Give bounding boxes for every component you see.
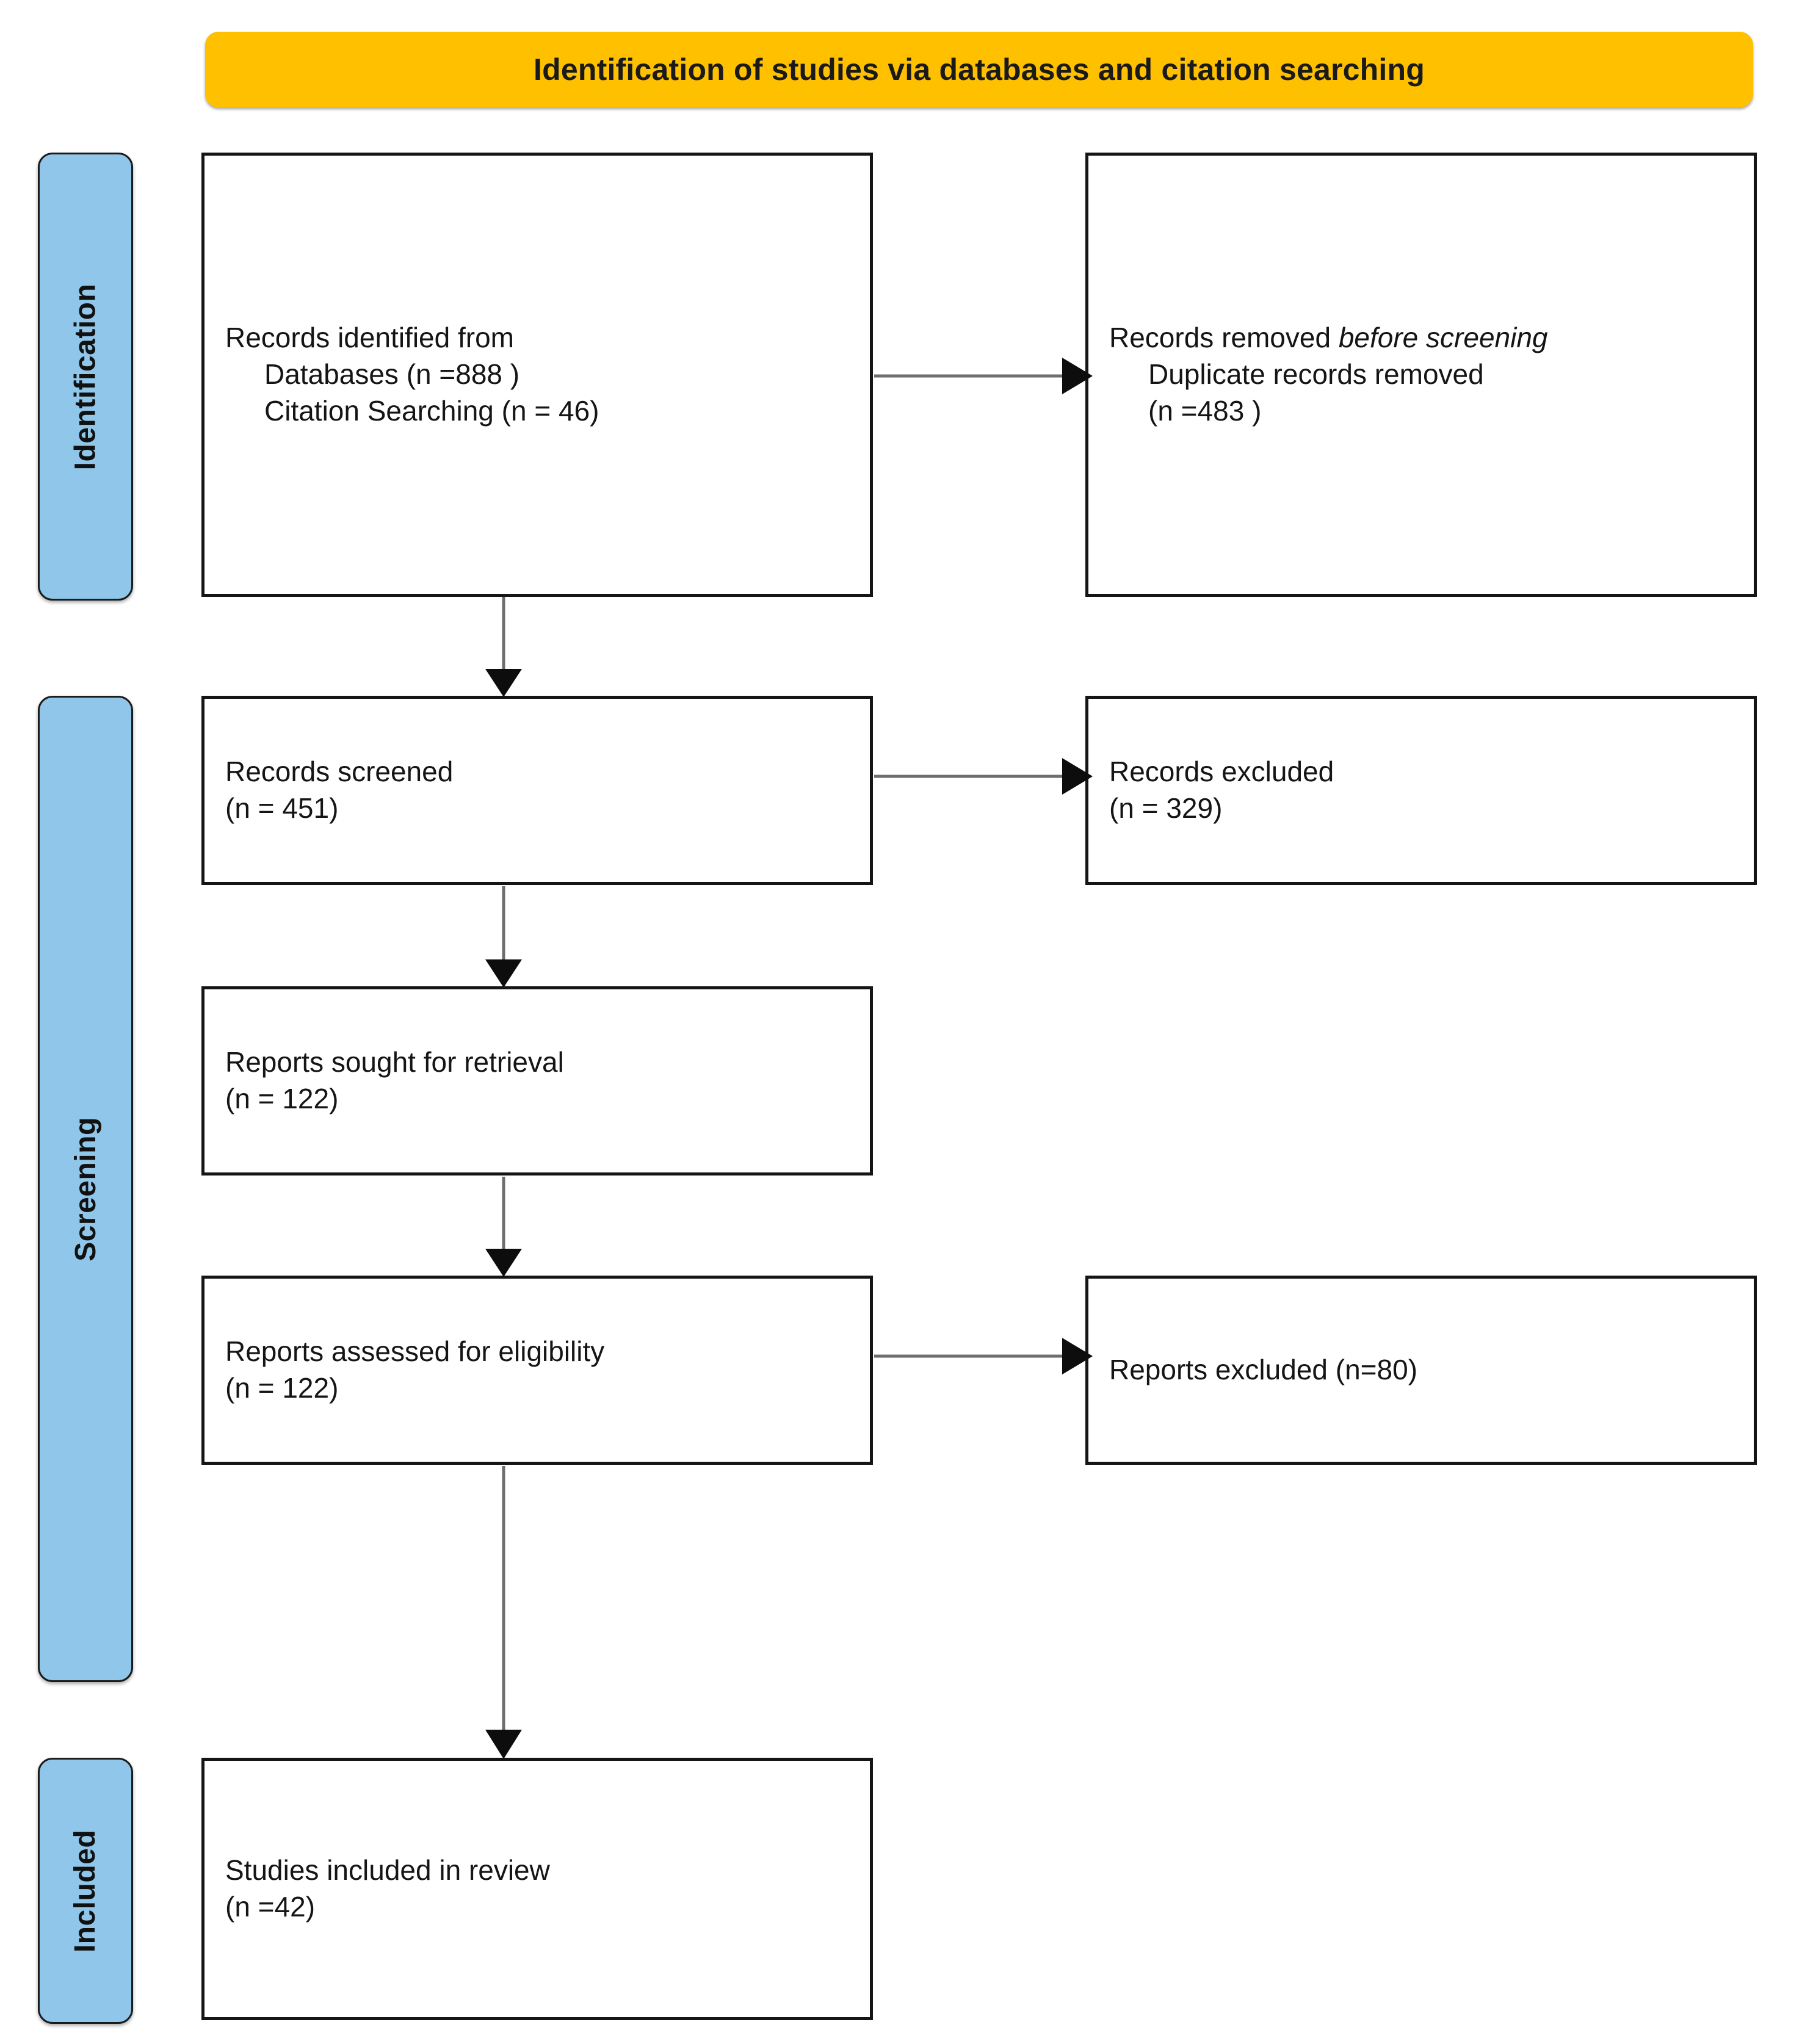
arrow-screened-to-records-excluded <box>874 758 1093 795</box>
stage-label-included-text: Included <box>69 1829 102 1952</box>
records-identified-databases: Databases (n =888 ) <box>264 358 520 391</box>
box-records-identified: Records identified from Databases (n =88… <box>201 153 873 597</box>
box-reports-excluded-body: Reports excluded (n=80) <box>1088 1352 1754 1389</box>
stage-label-screening: Screening <box>38 696 133 1682</box>
records-screened-label: Records screened <box>225 756 454 788</box>
arrow-identified-to-screened <box>485 597 522 697</box>
box-reports-assessed-body: Reports assessed for eligibility (n = 12… <box>204 1334 870 1407</box>
box-reports-assessed: Reports assessed for eligibility (n = 12… <box>201 1276 873 1465</box>
reports-sought-count: (n = 122) <box>225 1083 339 1114</box>
box-studies-included: Studies included in review (n =42) <box>201 1758 873 2020</box>
records-identified-citation: Citation Searching (n = 46) <box>264 394 599 427</box>
records-identified-line1: Records identified from <box>225 322 514 354</box>
records-removed-duplicates: Duplicate records removed <box>1148 358 1484 391</box>
arrow-identified-to-removed <box>874 358 1093 394</box>
box-records-identified-body: Records identified from Databases (n =88… <box>204 320 870 429</box>
box-records-screened-body: Records screened (n = 451) <box>204 754 870 827</box>
records-screened-count: (n = 451) <box>225 792 339 824</box>
box-records-removed-body: Records removed before screening Duplica… <box>1088 320 1754 429</box>
stage-label-identification-text: Identification <box>69 283 102 470</box>
box-records-removed: Records removed before screening Duplica… <box>1085 153 1757 597</box>
studies-included-count: (n =42) <box>225 1891 316 1923</box>
records-excluded-label: Records excluded <box>1109 756 1334 788</box>
records-excluded-count: (n = 329) <box>1109 792 1223 824</box>
stage-label-identification: Identification <box>38 153 133 601</box>
reports-assessed-label: Reports assessed for eligibility <box>225 1335 605 1368</box>
box-records-excluded: Records excluded (n = 329) <box>1085 696 1757 885</box>
arrow-assessed-to-included <box>485 1466 522 1759</box>
stage-label-screening-text: Screening <box>69 1116 102 1262</box>
arrow-assessed-to-reports-excluded <box>874 1338 1093 1374</box>
reports-assessed-count: (n = 122) <box>225 1372 339 1404</box>
stage-label-included: Included <box>38 1758 133 2024</box>
records-removed-count: (n =483 ) <box>1148 394 1262 427</box>
arrow-sought-to-assessed <box>485 1177 522 1277</box>
box-records-excluded-body: Records excluded (n = 329) <box>1088 754 1754 827</box>
box-reports-excluded: Reports excluded (n=80) <box>1085 1276 1757 1465</box>
header-banner: Identification of studies via databases … <box>205 32 1753 107</box>
header-title: Identification of studies via databases … <box>534 52 1425 87</box>
box-reports-sought: Reports sought for retrieval (n = 122) <box>201 986 873 1175</box>
box-records-screened: Records screened (n = 451) <box>201 696 873 885</box>
studies-included-label: Studies included in review <box>225 1854 550 1887</box>
box-reports-sought-body: Reports sought for retrieval (n = 122) <box>204 1044 870 1118</box>
box-studies-included-body: Studies included in review (n =42) <box>204 1852 870 1926</box>
arrow-screened-to-sought <box>485 886 522 988</box>
reports-sought-label: Reports sought for retrieval <box>225 1046 564 1078</box>
records-removed-label: Records removed <box>1109 322 1339 354</box>
records-removed-emphasis: before screening <box>1338 322 1548 354</box>
reports-excluded-label: Reports excluded (n=80) <box>1109 1354 1418 1386</box>
